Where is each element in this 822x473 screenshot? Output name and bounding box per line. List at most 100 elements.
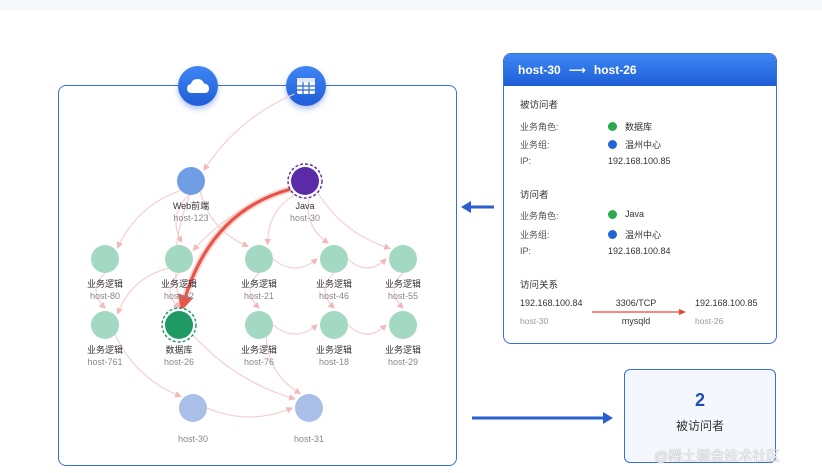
edge-db-b31 bbox=[190, 332, 296, 401]
edge-table-web bbox=[203, 93, 295, 171]
node-host: host-46 bbox=[319, 291, 349, 301]
table-glyph bbox=[297, 78, 315, 94]
visitor-group-text: 温州中心 bbox=[625, 230, 662, 240]
edge-h46-h55 bbox=[347, 258, 387, 269]
relation-arrow-icon bbox=[592, 309, 686, 315]
edge-h76-b31 bbox=[265, 336, 302, 394]
node-host: host-30 bbox=[290, 213, 320, 223]
visitor-role-label: 业务角色: bbox=[520, 211, 559, 221]
visitor-role-value: Java bbox=[608, 209, 644, 219]
visitor-group-value: 温州中心 bbox=[608, 228, 661, 241]
relation-src-ip: 192.168.100.84 bbox=[520, 298, 583, 308]
node-label: 业务逻辑 bbox=[241, 278, 277, 289]
node-circle bbox=[179, 394, 207, 422]
node-circle bbox=[295, 394, 323, 422]
visited-count: 2 bbox=[694, 390, 705, 410]
cloud-glyph bbox=[187, 79, 209, 93]
node-circle bbox=[245, 311, 273, 339]
node-host: host-31 bbox=[294, 434, 324, 444]
node-host-31[interactable]: host-31 bbox=[294, 394, 324, 444]
node-label: Java bbox=[295, 201, 314, 211]
edge-java-h46 bbox=[307, 193, 329, 244]
node-label: 业务逻辑 bbox=[241, 344, 277, 355]
group-icon bbox=[608, 140, 617, 149]
visited-role-text: 数据库 bbox=[625, 122, 653, 132]
visited-title: 被访问者 bbox=[520, 100, 559, 111]
relation-title: 访问关系 bbox=[520, 280, 559, 291]
node-host: host-123 bbox=[173, 213, 208, 223]
edge-h761-b30 bbox=[114, 334, 182, 398]
visitor-ip-value: 192.168.100.84 bbox=[608, 246, 671, 256]
group-icon bbox=[608, 230, 617, 239]
visited-ip-value: 192.168.100.85 bbox=[608, 156, 671, 166]
edge-web-h21 bbox=[199, 191, 249, 248]
edge-web-h42 bbox=[175, 194, 190, 244]
visited-role-label: 业务角色: bbox=[520, 122, 559, 132]
highlight-edge bbox=[177, 187, 292, 312]
node-host-18[interactable]: 业务逻辑 host-18 bbox=[316, 311, 352, 367]
node-label: 数据库 bbox=[165, 344, 192, 355]
role-icon bbox=[608, 122, 617, 131]
node-host: host-55 bbox=[388, 291, 418, 301]
edge-web-h80 bbox=[116, 189, 181, 249]
node-circle bbox=[177, 167, 205, 195]
node-host: host-26 bbox=[164, 357, 194, 367]
role-icon bbox=[608, 209, 617, 219]
to-host: host-26 bbox=[593, 63, 637, 77]
node-host: host-18 bbox=[319, 357, 349, 367]
node-label: 业务逻辑 bbox=[161, 278, 197, 289]
edge-h21-h46 bbox=[272, 258, 318, 269]
edge-h21-h76 bbox=[249, 272, 260, 309]
from-host: host-30 bbox=[518, 63, 561, 77]
visited-count-card[interactable]: 2 被访问者 bbox=[624, 369, 776, 463]
node-host: host-29 bbox=[388, 357, 418, 367]
node-host: host-30 bbox=[178, 434, 208, 444]
arrow-right-icon: ⟶ bbox=[568, 63, 586, 77]
access-detail-card: host-30 ⟶ host-26 被访问者 业务角色: 数据库 业务组: 温州… bbox=[503, 53, 777, 344]
edge-java-h21 bbox=[264, 192, 299, 246]
node-host-29[interactable]: 业务逻辑 host-29 bbox=[385, 311, 421, 367]
node-label: 业务逻辑 bbox=[316, 344, 352, 355]
node-host-26[interactable]: 数据库 host-26 bbox=[161, 307, 197, 367]
node-host-42[interactable]: 业务逻辑 host-42 bbox=[161, 245, 197, 301]
relation-service: mysqld bbox=[621, 316, 651, 326]
edge-h42-h761 bbox=[116, 267, 169, 315]
edge-h80-h761 bbox=[95, 272, 106, 309]
node-circle bbox=[291, 167, 319, 195]
edge-b30-b31 bbox=[206, 407, 294, 418]
node-host-123[interactable]: Web前端 host-123 bbox=[173, 167, 209, 223]
relation-dst-ip: 192.168.100.85 bbox=[695, 298, 758, 308]
node-circle bbox=[389, 311, 417, 339]
table-icon[interactable] bbox=[286, 66, 326, 106]
edge-java-h55 bbox=[315, 189, 391, 250]
node-label: 业务逻辑 bbox=[87, 278, 123, 289]
cloud-icon[interactable] bbox=[178, 66, 218, 106]
node-label: Web前端 bbox=[173, 200, 209, 211]
visited-group-value: 温州中心 bbox=[608, 138, 661, 151]
visited-role-value: 数据库 bbox=[608, 120, 652, 133]
node-circle bbox=[91, 245, 119, 273]
node-host: host-761 bbox=[87, 357, 122, 367]
relation-src-host: host-30 bbox=[520, 316, 549, 326]
node-label: 业务逻辑 bbox=[316, 278, 352, 289]
node-host-76[interactable]: 业务逻辑 host-76 bbox=[241, 311, 277, 367]
node-host-46[interactable]: 业务逻辑 host-46 bbox=[316, 245, 352, 301]
node-circle bbox=[320, 245, 348, 273]
node-host-30[interactable]: Java host-30 bbox=[287, 163, 323, 223]
visited-group-text: 温州中心 bbox=[625, 140, 662, 150]
node-label: 业务逻辑 bbox=[385, 344, 421, 355]
node-host: host-76 bbox=[244, 357, 274, 367]
visited-ip-label: IP: bbox=[520, 156, 532, 166]
edge-h55-h29 bbox=[393, 272, 404, 309]
visited-count-label: 被访问者 bbox=[675, 419, 724, 433]
visitor-ip-label: IP: bbox=[520, 246, 532, 256]
node-host-30[interactable]: host-30 bbox=[178, 394, 208, 444]
node-circle bbox=[91, 311, 119, 339]
node-host: host-42 bbox=[164, 291, 194, 301]
node-circle bbox=[389, 245, 417, 273]
